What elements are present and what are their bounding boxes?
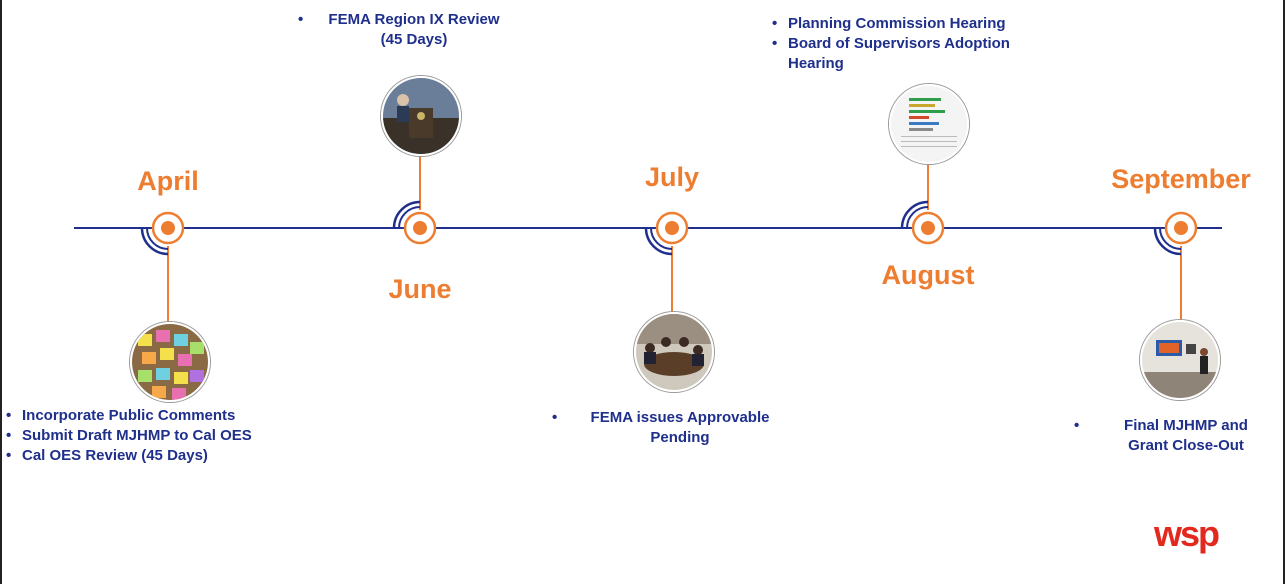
note-june-line-2: (45 Days) bbox=[380, 31, 448, 48]
note-april-item-2: •Submit Draft MJHMP to Cal OES bbox=[6, 427, 252, 444]
bullet-icon: • bbox=[552, 409, 558, 426]
timeline-marker-august bbox=[900, 200, 945, 245]
photo-sticky-notes bbox=[130, 322, 210, 402]
bullet-icon: • bbox=[6, 447, 12, 464]
note-april: •Incorporate Public Comments •Submit Dra… bbox=[6, 406, 342, 466]
bullet-icon: • bbox=[772, 15, 778, 32]
month-label-april: April bbox=[137, 166, 199, 196]
note-july-line-2: Pending bbox=[650, 429, 710, 446]
slide-border-left bbox=[0, 0, 2, 584]
note-april-item-1: •Incorporate Public Comments bbox=[6, 407, 236, 424]
timeline-marker-april bbox=[140, 211, 185, 256]
note-july-line-1: •FEMA issues Approvable bbox=[552, 409, 770, 426]
note-june: •FEMA Region IX Review (45 Days) bbox=[298, 10, 514, 50]
timeline-marker-september bbox=[1153, 211, 1198, 256]
note-april-item-3: •Cal OES Review (45 Days) bbox=[6, 447, 208, 464]
month-label-june: June bbox=[388, 274, 452, 304]
svg-text:wsp: wsp bbox=[1153, 516, 1219, 554]
slide-border-right bbox=[1283, 0, 1285, 584]
timeline-marker-june bbox=[392, 200, 437, 245]
bullet-icon: • bbox=[298, 11, 304, 28]
photo-meeting-podium bbox=[381, 76, 461, 156]
note-august-item-2: •Board of Supervisors Adoption bbox=[772, 35, 1010, 52]
wsp-logo: wsp bbox=[1153, 516, 1221, 554]
bullet-icon: • bbox=[6, 427, 12, 444]
timeline-marker-july bbox=[644, 211, 689, 256]
note-august-item-2-cont: Hearing bbox=[788, 55, 844, 72]
note-august: •Planning Commission Hearing •Board of S… bbox=[772, 14, 1088, 74]
bullet-icon: • bbox=[772, 35, 778, 52]
bullet-icon: • bbox=[6, 407, 12, 424]
bullet-icon: • bbox=[1074, 417, 1080, 434]
note-june-line-1: •FEMA Region IX Review bbox=[298, 11, 500, 28]
note-september: •Final MJHMP and Grant Close-Out bbox=[1074, 416, 1276, 456]
note-august-item-1: •Planning Commission Hearing bbox=[772, 15, 1006, 32]
photo-report-document bbox=[889, 84, 969, 164]
month-label-july: July bbox=[644, 162, 700, 192]
photo-conference-table bbox=[634, 312, 714, 392]
note-september-line-1: •Final MJHMP and bbox=[1074, 417, 1248, 434]
note-september-line-2: Grant Close-Out bbox=[1128, 437, 1244, 454]
photo-presentation-room bbox=[1140, 320, 1220, 400]
note-july: •FEMA issues Approvable Pending bbox=[552, 408, 788, 448]
month-label-september: September bbox=[1111, 164, 1251, 194]
month-label-august: August bbox=[881, 260, 975, 290]
